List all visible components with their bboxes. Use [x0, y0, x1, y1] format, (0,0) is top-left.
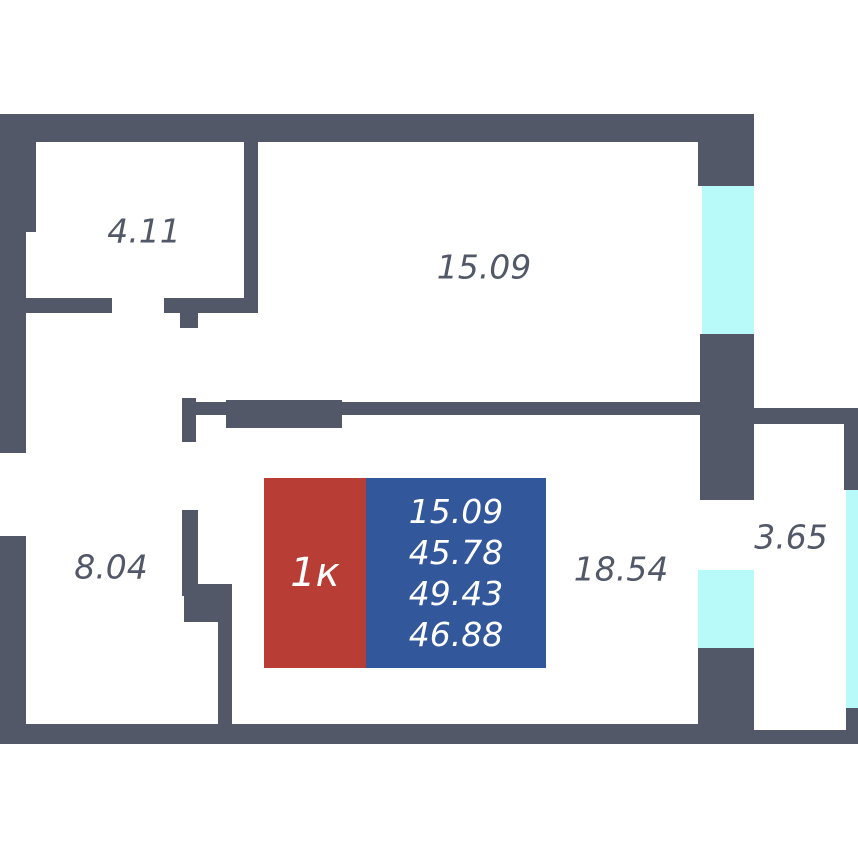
room-area-hallway: 8.04: [74, 547, 148, 587]
area-value: 45.78: [408, 533, 504, 572]
wall: [164, 298, 258, 313]
total-area: 49.43: [408, 574, 504, 613]
apartment-type-badge: 1к: [264, 478, 366, 668]
wall: [182, 398, 196, 442]
wall: [754, 408, 858, 424]
wall: [698, 648, 754, 744]
area-value: 46.88: [408, 615, 504, 654]
room-area-bathroom: 4.11: [107, 211, 181, 251]
wall: [844, 424, 858, 490]
wall: [0, 114, 754, 142]
wall: [218, 584, 232, 724]
wall: [0, 724, 700, 744]
room-area-bedroom: 15.09: [436, 247, 532, 287]
wall: [0, 232, 26, 453]
wall: [698, 142, 754, 186]
room-area-balcony: 3.65: [754, 517, 828, 557]
wall: [182, 510, 198, 596]
living-area: 15.09: [408, 492, 504, 531]
wall: [700, 334, 754, 500]
wall: [26, 298, 112, 313]
wall: [180, 313, 198, 328]
wall: [754, 730, 858, 744]
wall: [244, 142, 258, 313]
room-area-living: 18.54: [573, 549, 669, 589]
wall: [0, 142, 36, 232]
window: [846, 490, 858, 708]
wall: [0, 536, 26, 744]
apartment-type: 1к: [290, 550, 340, 596]
window: [702, 186, 754, 334]
window: [698, 570, 754, 648]
wall: [226, 400, 342, 428]
area-summary-badge: 15.09 45.78 49.43 46.88: [366, 478, 546, 668]
